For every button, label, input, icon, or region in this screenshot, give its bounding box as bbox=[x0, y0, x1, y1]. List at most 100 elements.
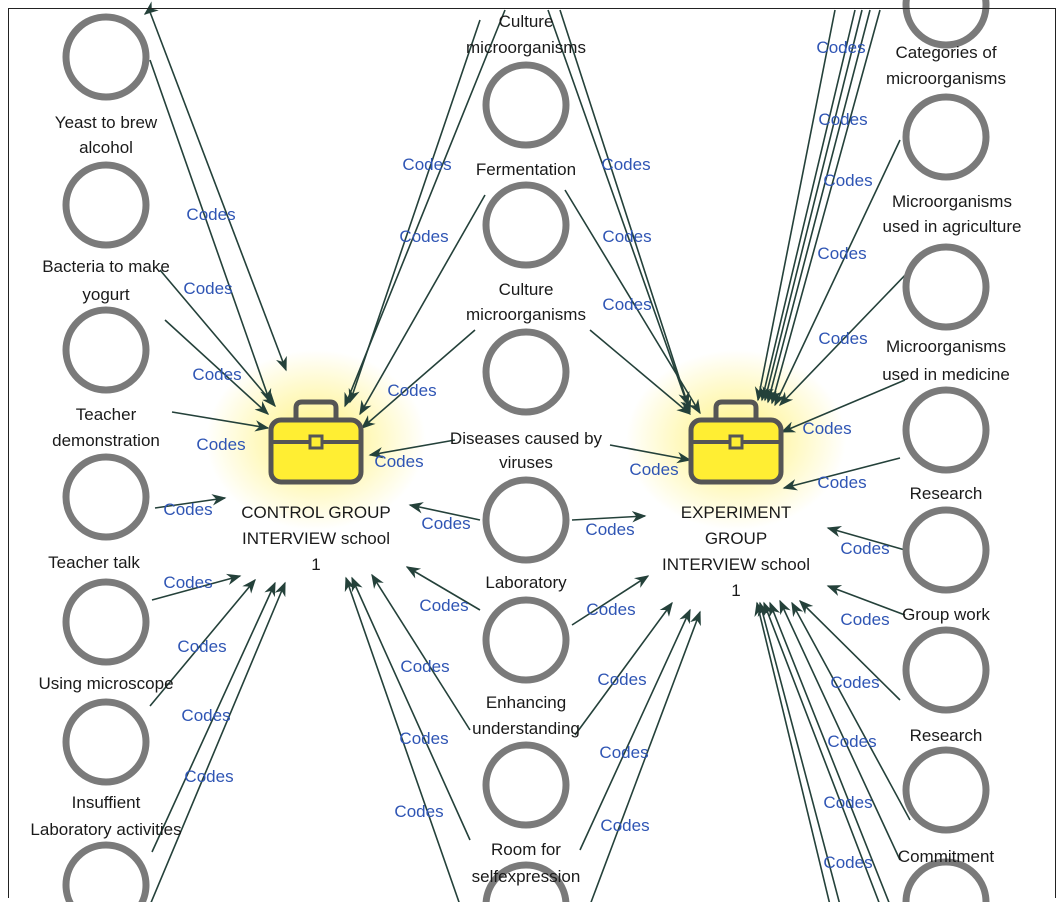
code-node-circle-icon[interactable] bbox=[902, 506, 990, 594]
code-link-arrow[interactable] bbox=[164, 319, 270, 415]
code-link-arrow[interactable] bbox=[149, 11, 287, 372]
code-node-circle-icon[interactable] bbox=[482, 328, 570, 416]
code-link-arrow[interactable] bbox=[564, 189, 701, 415]
code-link-arrow[interactable] bbox=[757, 601, 841, 902]
code-link-arrow[interactable] bbox=[590, 610, 701, 902]
code-link-arrow[interactable] bbox=[765, 9, 871, 404]
code-link-arrow[interactable] bbox=[351, 576, 471, 841]
code-link-arrow[interactable] bbox=[149, 578, 256, 707]
code-node-circle-icon[interactable] bbox=[482, 476, 570, 564]
code-link-arrow[interactable] bbox=[609, 444, 692, 464]
code-link-arrow[interactable] bbox=[149, 59, 272, 404]
code-node-circle-icon[interactable] bbox=[482, 181, 570, 269]
code-node-circle-icon[interactable] bbox=[62, 13, 150, 101]
code-link-arrow[interactable] bbox=[559, 9, 690, 407]
code-node-circle-icon[interactable] bbox=[62, 841, 150, 902]
code-link-arrow[interactable] bbox=[359, 194, 486, 416]
code-link-arrow[interactable] bbox=[754, 9, 836, 402]
code-node[interactable] bbox=[62, 841, 150, 902]
code-link-arrow[interactable] bbox=[579, 608, 691, 851]
code-node[interactable]: Research bbox=[902, 484, 990, 594]
code-node-circle-icon[interactable] bbox=[62, 453, 150, 541]
code-node-circle-icon[interactable] bbox=[902, 746, 990, 834]
code-link-arrow[interactable] bbox=[589, 329, 692, 415]
code-link-arrow[interactable] bbox=[405, 566, 481, 611]
code-node[interactable]: Research bbox=[902, 726, 990, 834]
code-node[interactable]: Laboratory bbox=[482, 573, 570, 684]
code-node-circle-icon[interactable] bbox=[902, 626, 990, 714]
code-link-arrow[interactable] bbox=[151, 581, 276, 853]
code-link-arrow[interactable] bbox=[371, 573, 471, 731]
code-node-circle-icon[interactable] bbox=[62, 161, 150, 249]
code-node-circle-icon[interactable] bbox=[902, 386, 990, 474]
code-link-arrow[interactable] bbox=[769, 9, 881, 405]
code-link-arrow[interactable] bbox=[779, 599, 901, 861]
code-link-arrow[interactable] bbox=[763, 601, 880, 902]
code-node-circle-icon[interactable] bbox=[482, 861, 570, 902]
code-link-arrow[interactable] bbox=[571, 510, 647, 523]
code-link-arrow[interactable] bbox=[150, 581, 286, 902]
briefcase-icon[interactable] bbox=[268, 417, 364, 485]
code-link-arrow[interactable] bbox=[368, 439, 456, 459]
code-link-arrow[interactable] bbox=[774, 139, 901, 407]
code-node[interactable] bbox=[902, 0, 990, 49]
code-link-arrow[interactable] bbox=[151, 573, 242, 601]
code-node-circle-icon[interactable] bbox=[482, 61, 570, 149]
code-link-arrow[interactable] bbox=[826, 526, 906, 551]
code-link-arrow[interactable] bbox=[159, 269, 276, 408]
code-link-arrow[interactable] bbox=[360, 329, 476, 429]
code-node[interactable]: Using microscope bbox=[38, 578, 174, 693]
code-node[interactable]: Fermentation bbox=[476, 160, 576, 269]
code-node-circle-icon[interactable] bbox=[482, 741, 570, 829]
code-link-arrow[interactable] bbox=[547, 9, 692, 414]
code-link-arrow[interactable] bbox=[571, 575, 650, 626]
code-node-circle-icon[interactable] bbox=[62, 698, 150, 786]
code-link-arrow[interactable] bbox=[574, 601, 673, 736]
edge-label-codes: Codes bbox=[186, 205, 235, 224]
code-node-label: Fermentation bbox=[476, 160, 576, 179]
code-link-arrow[interactable] bbox=[754, 601, 831, 902]
code-link-arrow[interactable] bbox=[769, 601, 890, 902]
code-link-arrow[interactable] bbox=[780, 379, 906, 433]
code-node-circle-icon[interactable] bbox=[902, 93, 990, 181]
code-link-arrow[interactable] bbox=[759, 9, 856, 402]
briefcase-icon[interactable] bbox=[688, 417, 784, 485]
code-node-circle-icon[interactable] bbox=[902, 0, 990, 49]
code-link-arrow[interactable] bbox=[171, 411, 270, 432]
code-link-arrow[interactable] bbox=[791, 601, 911, 821]
code-node-circle-icon[interactable] bbox=[62, 578, 150, 666]
code-node-circle-icon[interactable] bbox=[62, 306, 150, 394]
code-link-arrow[interactable] bbox=[782, 457, 901, 491]
code-node-circle-icon[interactable] bbox=[902, 858, 990, 902]
code-link-arrow[interactable] bbox=[408, 502, 481, 521]
code-node-circle-icon[interactable] bbox=[482, 596, 570, 684]
code-node[interactable]: Group work bbox=[902, 605, 990, 714]
code-link-arrow[interactable] bbox=[779, 269, 911, 407]
code-link-arrow[interactable] bbox=[762, 9, 863, 402]
edge-label-codes: Codes bbox=[827, 732, 876, 751]
code-link-arrow[interactable] bbox=[344, 576, 460, 902]
code-link-arrow[interactable] bbox=[154, 494, 227, 509]
code-node[interactable]: Commitment bbox=[898, 847, 995, 902]
code-link-arrow[interactable] bbox=[143, 1, 159, 15]
code-link-arrow[interactable] bbox=[826, 585, 906, 616]
code-link-arrow[interactable] bbox=[348, 19, 481, 404]
code-node-circle-icon[interactable] bbox=[902, 243, 990, 331]
code-link-arrow[interactable] bbox=[798, 599, 901, 701]
code-node[interactable]: Teacher talk bbox=[48, 453, 150, 572]
